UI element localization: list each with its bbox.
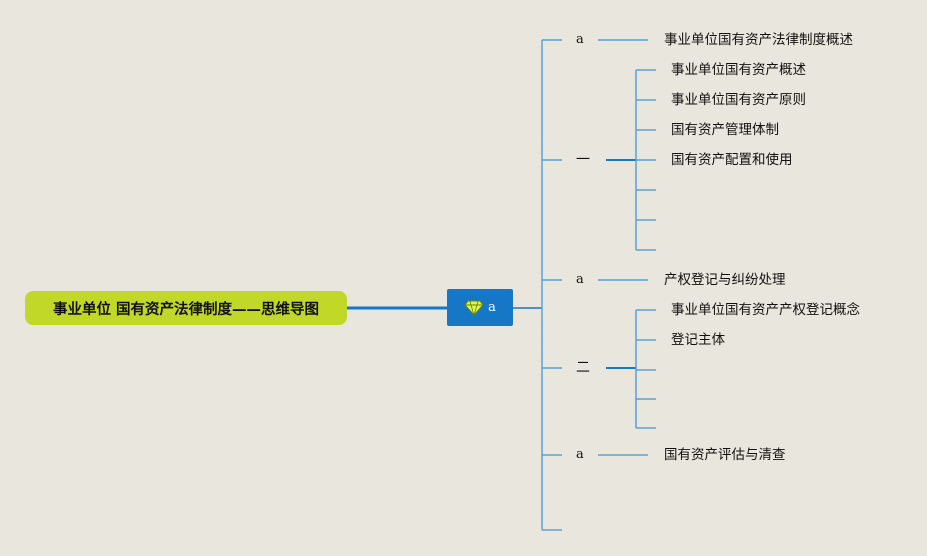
branch-marker[interactable]: 一 — [576, 152, 590, 168]
topic-node[interactable]: 产权登记与纠纷处理 — [664, 272, 786, 288]
hub-label: a — [488, 300, 496, 315]
subtopic-node[interactable]: 事业单位国有资产概述 — [671, 62, 806, 78]
subtopic-node[interactable]: 国有资产管理体制 — [671, 122, 779, 138]
subtopic-node[interactable]: 登记主体 — [671, 332, 725, 348]
diamond-icon — [464, 300, 484, 316]
subtopic-node[interactable]: 事业单位国有资产原则 — [671, 92, 806, 108]
branch-marker[interactable]: a — [576, 447, 584, 462]
root-label: 事业单位 国有资产法律制度——思维导图 — [52, 301, 320, 318]
root-node[interactable]: 事业单位 国有资产法律制度——思维导图 — [25, 291, 347, 325]
branch-marker[interactable]: a — [576, 272, 584, 287]
topic-node[interactable]: 事业单位国有资产法律制度概述 — [664, 32, 853, 48]
branch-marker[interactable]: a — [576, 32, 584, 47]
subtopic-node[interactable]: 国有资产配置和使用 — [671, 152, 793, 168]
subtopic-node[interactable]: 事业单位国有资产产权登记概念 — [671, 302, 860, 318]
hub-node[interactable]: a — [447, 289, 513, 326]
branch-marker[interactable]: 二 — [576, 360, 590, 376]
topic-node[interactable]: 国有资产评估与清查 — [664, 447, 786, 463]
